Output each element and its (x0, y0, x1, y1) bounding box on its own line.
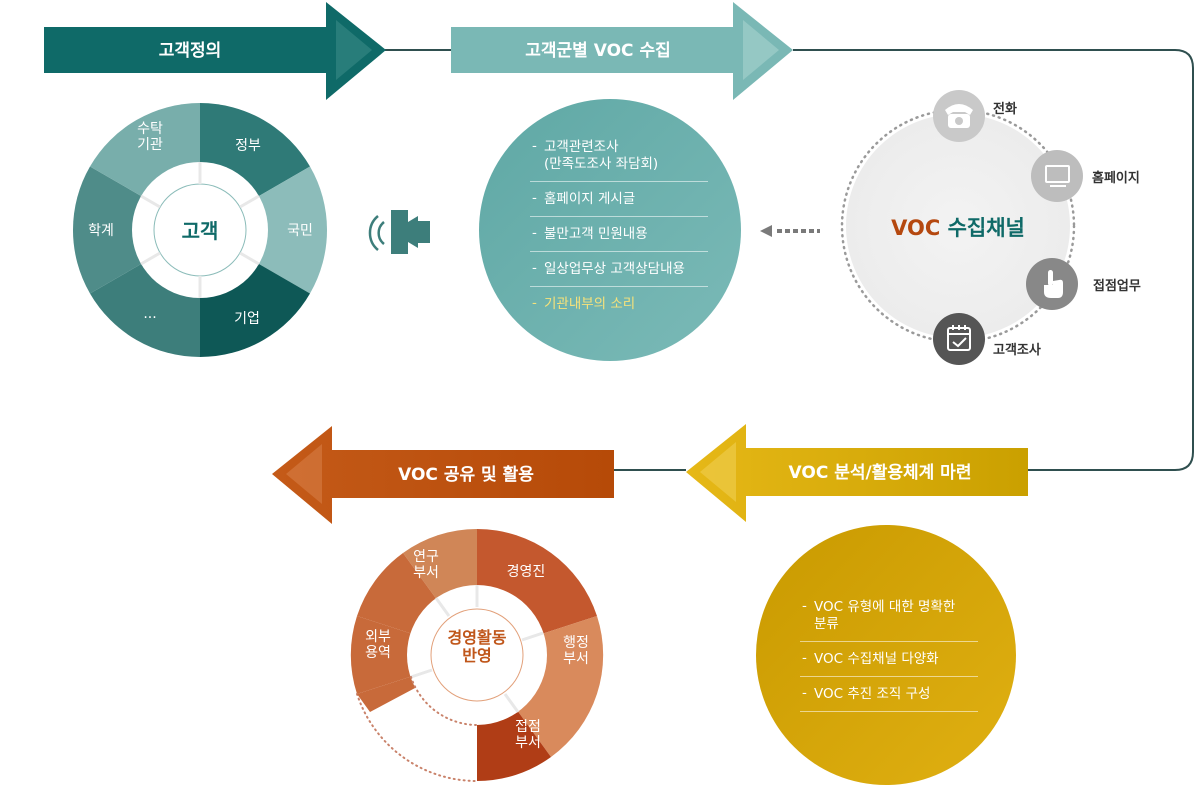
analysis-items-list: VOC 유형에 대한 명확한 분류VOC 수집채널 다양화VOC 추진 조직 구… (800, 590, 978, 712)
segment-label: 정부 (235, 138, 261, 154)
svg-text:접점업무: 접점업무 (1093, 278, 1141, 294)
hand-pointer-icon (1044, 270, 1063, 298)
dotted-arrow-icon (760, 225, 820, 237)
segment-label: 학계 (88, 223, 114, 239)
channel-item-contact: 접점업무 (1026, 258, 1141, 310)
segment-label: ... (143, 306, 156, 322)
phone-icon (945, 104, 973, 128)
voc-source-item: 홈페이지 게시글 (530, 182, 708, 217)
connector-line (793, 49, 1194, 471)
monitor-icon (1045, 165, 1070, 187)
stage-label-define: 고객정의 (159, 41, 222, 61)
voc-sources-list: 고객관련조사 (만족도조사 좌담회)홈페이지 게시글불만고객 민원내용일상업무상… (530, 130, 708, 321)
stage-arrow-analyze: VOC 분석/활용체계 마련 (686, 424, 1028, 522)
voc-source-item: 불만고객 민원내용 (530, 217, 708, 252)
svg-text:고객조사: 고객조사 (993, 342, 1041, 358)
analysis-item: VOC 유형에 대한 명확한 분류 (800, 590, 978, 642)
voc-source-item: 일상업무상 고객상담내용 (530, 252, 708, 287)
voc-source-item: 고객관련조사 (만족도조사 좌담회) (530, 130, 708, 182)
stage-label-share: VOC 공유 및 활용 (398, 464, 534, 485)
segment-label: 국민 (287, 223, 313, 239)
channel-circle: VOC 수집채널 (840, 108, 1076, 344)
channel-item-phone: 전화 (933, 90, 1017, 142)
channel-item-survey: 고객조사 (933, 313, 1041, 365)
stage-label-collect: 고객군별 VOC 수집 (525, 41, 670, 61)
stage-arrow-collect: 고객군별 VOC 수집 (451, 2, 793, 100)
customer-center-label: 고객 (182, 219, 219, 243)
segment-label: 경영진 (507, 564, 546, 580)
analysis-item: VOC 수집채널 다양화 (800, 642, 978, 677)
stage-label-analyze: VOC 분석/활용체계 마련 (789, 462, 972, 483)
svg-text:홈페이지: 홈페이지 (1092, 170, 1140, 186)
voc-source-item: 기관내부의 소리 (530, 287, 708, 321)
segment-label: 기업 (234, 311, 260, 327)
channel-title: VOC 수집채널 (891, 216, 1025, 240)
channel-item-homepage: 홈페이지 (1031, 150, 1140, 202)
speaker-icon (368, 210, 430, 254)
stage-arrow-define: 고객정의 (44, 2, 386, 100)
stage-arrow-share: VOC 공유 및 활용 (272, 426, 614, 524)
svg-text:전화: 전화 (993, 101, 1017, 117)
calendar-check-icon (947, 325, 971, 351)
analysis-item: VOC 추진 조직 구성 (800, 677, 978, 712)
